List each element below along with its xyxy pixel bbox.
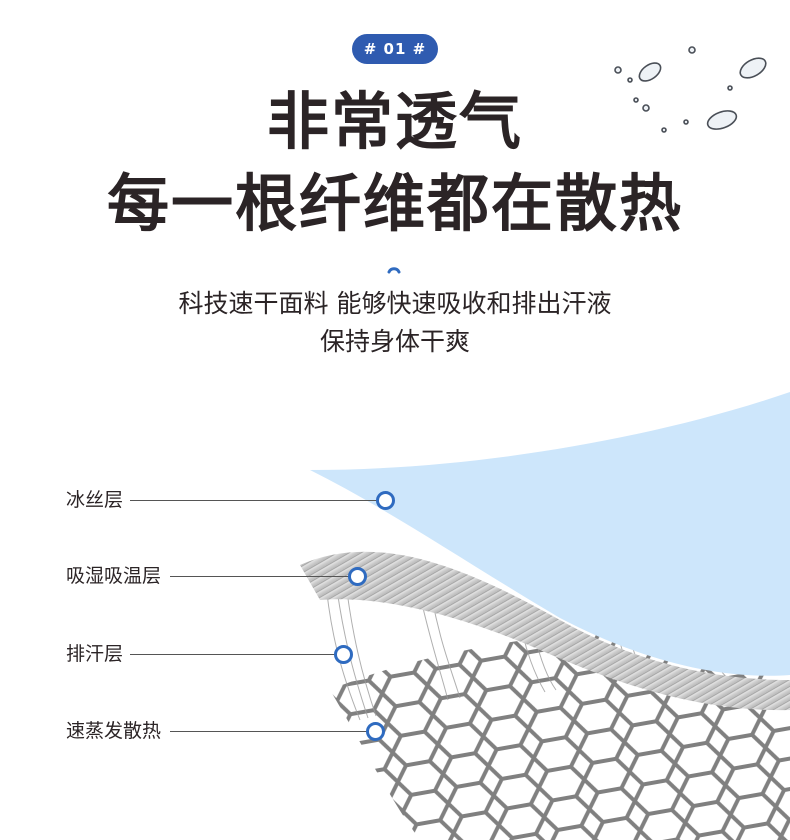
layer-leader-line-3 bbox=[130, 654, 338, 655]
layer-leader-line-1 bbox=[130, 500, 380, 501]
layer-marker-dot-2 bbox=[348, 567, 367, 586]
section-badge: # 01 # bbox=[352, 34, 438, 64]
subtitle-line-2: 保持身体干爽 bbox=[319, 327, 470, 356]
arc-marker-icon bbox=[387, 267, 401, 274]
layer-label-sweat-wicking: 排汗层 bbox=[62, 642, 128, 666]
layer-marker-dot-4 bbox=[366, 722, 385, 741]
layer-leader-line-2 bbox=[170, 576, 354, 577]
water-droplets-icon bbox=[614, 46, 767, 133]
layer-marker-dot-3 bbox=[334, 645, 353, 664]
fabric-layers-illustration bbox=[300, 392, 790, 840]
subtitle-line-1: 科技速干面料 能够快速吸收和排出汗液 bbox=[178, 289, 612, 318]
layer-label-fast-evaporation: 速蒸发散热 bbox=[62, 719, 166, 743]
headline-line-1: 非常透气 bbox=[266, 85, 523, 158]
layer-label-moisture-absorb: 吸湿吸温层 bbox=[62, 564, 166, 588]
headline-line-2: 每一根纤维都在散热 bbox=[106, 167, 683, 240]
layer-label-ice-silk: 冰丝层 bbox=[62, 488, 128, 512]
layer-marker-dot-1 bbox=[376, 491, 395, 510]
layer-leader-line-4 bbox=[170, 731, 370, 732]
